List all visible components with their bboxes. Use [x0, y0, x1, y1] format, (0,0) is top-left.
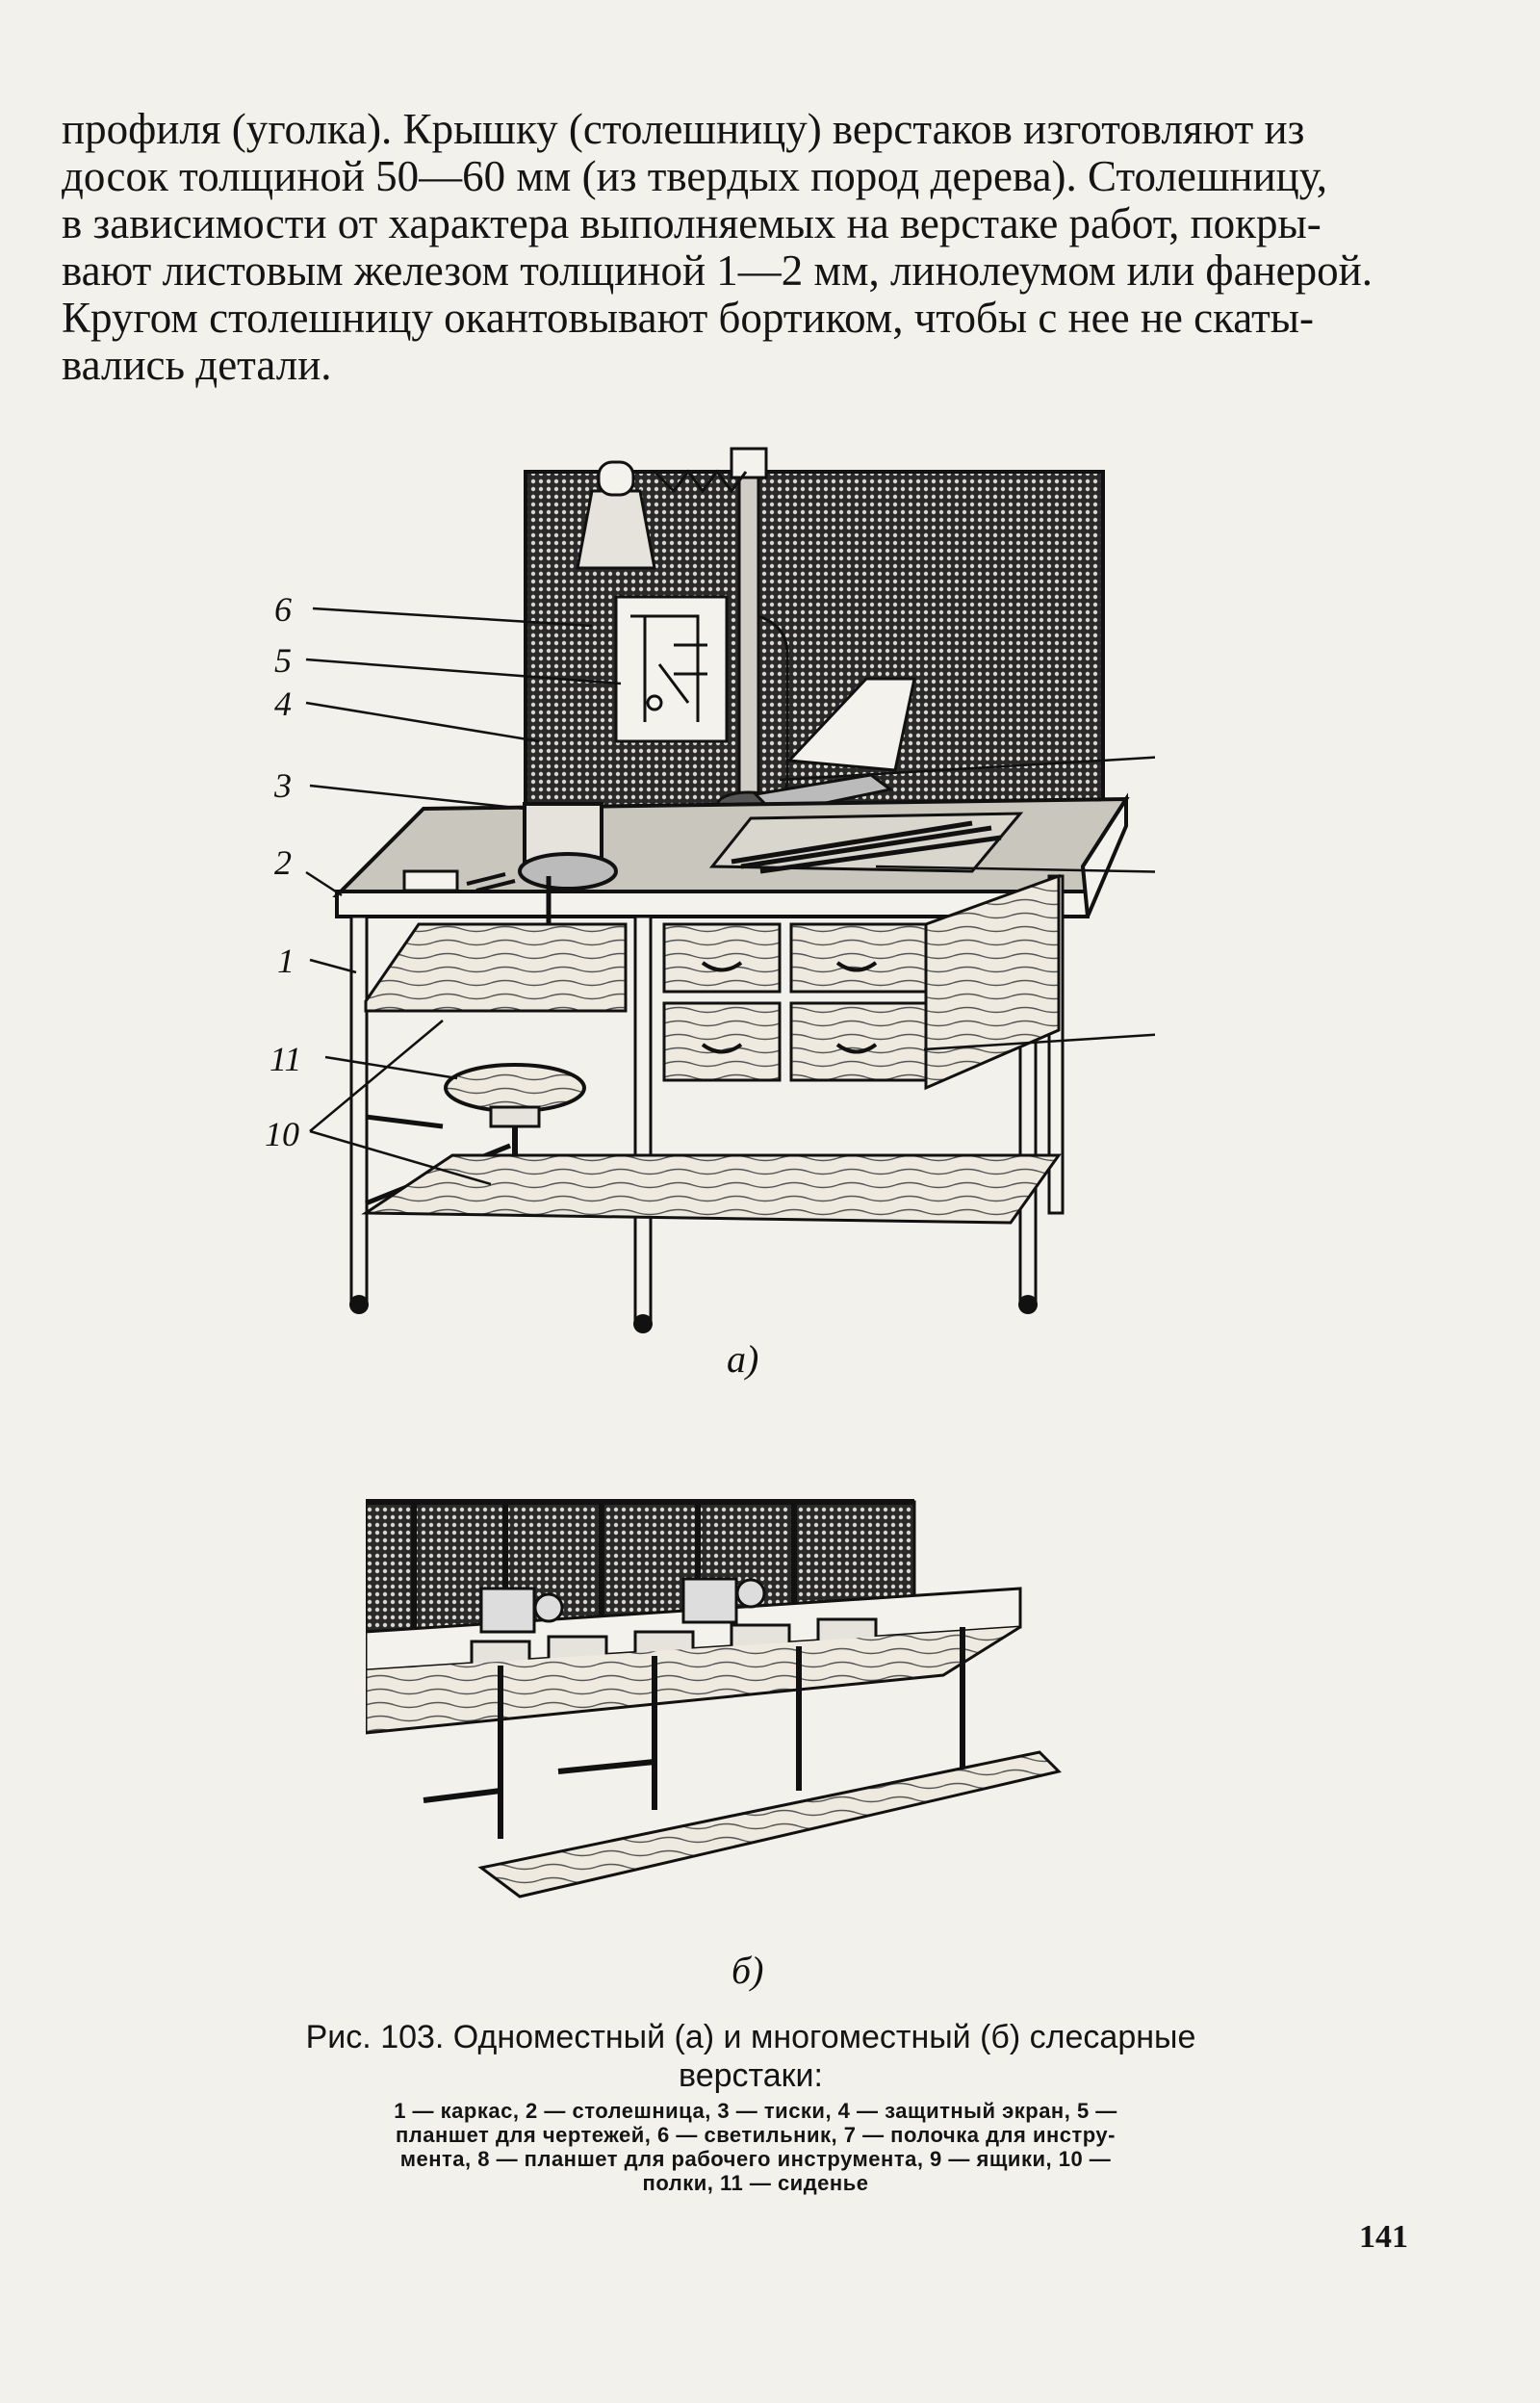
body-paragraph: профиля (уголка). Крышку (столешницу) ве…	[62, 106, 1380, 389]
page-number: 141	[1359, 2219, 1408, 2255]
figure-caption-title: Рис. 103. Одноместный (а) и многоместный…	[260, 2018, 1242, 2095]
frame-leg	[633, 915, 653, 1323]
callout-4: 4	[274, 685, 292, 723]
figure-a-label: а)	[727, 1337, 758, 1381]
legend-line: 1 — каркас, 2 — столешница, 3 — тиски, 4…	[394, 2099, 1117, 2123]
upper-shelf	[364, 922, 628, 1013]
figure-caption-legend: 1 — каркас, 2 — столешница, 3 — тиски, 4…	[250, 2099, 1261, 2195]
drawing-board	[614, 595, 729, 743]
callout-1: 1	[277, 942, 295, 980]
floor-grating	[477, 1750, 1062, 1899]
paragraph-line: Кругом столешницу окантовывают бортиком,…	[62, 294, 1315, 342]
paragraph-line: профиля (уголка). Крышку (столешницу) ве…	[62, 105, 1305, 153]
legend-line: планшет для чертежей, 6 — светильник, 7 …	[395, 2123, 1116, 2147]
vise	[523, 802, 603, 864]
callout-2: 2	[274, 843, 292, 882]
lamp-column	[737, 451, 760, 801]
lamp-shade	[576, 489, 656, 570]
tool-shelf	[785, 677, 916, 772]
legend-line: мента, 8 — планшет для рабочего инструме…	[399, 2147, 1112, 2171]
callout-11: 11	[270, 1040, 301, 1078]
stool-seat	[444, 1063, 586, 1113]
callout-3: 3	[273, 766, 292, 805]
callout-10: 10	[265, 1115, 299, 1153]
paragraph-line: в зависимости от характера выполняемых н…	[62, 199, 1322, 247]
frame-leg	[349, 915, 369, 1304]
drawer-stack	[662, 922, 928, 1082]
figure-b-multi-workbench: б)	[366, 1499, 1062, 1992]
paragraph-line: досок толщиной 50—60 мм (из твердых поро…	[62, 152, 1327, 200]
caption-title-line: Рис. 103. Одноместный (а) и многоместный…	[305, 2019, 1196, 2055]
figure-a-single-workbench: 6 5 4 3 2 1 11 10 7 8 9 а)	[265, 447, 1155, 1381]
callout-6: 6	[274, 590, 292, 629]
caption-title-line: верстаки:	[679, 2057, 823, 2094]
legend-line: полки, 11 — сиденье	[642, 2171, 869, 2195]
paragraph-line: вались детали.	[62, 341, 332, 389]
figure-b-label: б)	[732, 1949, 763, 1992]
paragraph-line: вают листовым железом толщиной 1—2 мм, л…	[62, 246, 1373, 295]
callout-5: 5	[274, 641, 292, 680]
lower-shelf	[361, 1153, 1062, 1225]
